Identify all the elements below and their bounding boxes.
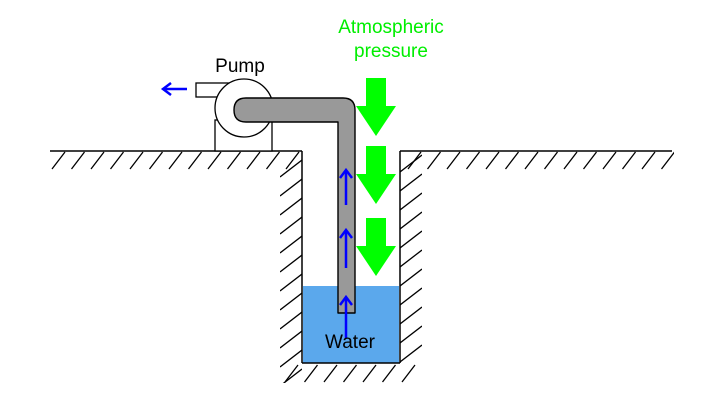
hatch-mark xyxy=(284,364,299,383)
arrow-down-icon xyxy=(356,218,396,276)
hatch-mark xyxy=(280,273,302,292)
hatch-mark xyxy=(70,151,86,170)
hatch-mark xyxy=(400,344,422,363)
ground-left xyxy=(50,150,302,170)
hatch-mark xyxy=(280,330,302,349)
hatch-mark xyxy=(342,364,358,383)
hatch-mark xyxy=(246,151,261,170)
well-bottom xyxy=(284,364,416,383)
hatch-mark xyxy=(400,173,422,192)
well-wall-left xyxy=(280,151,303,383)
hatch-mark xyxy=(280,216,302,235)
well-wall-right xyxy=(399,151,422,363)
hatch-mark xyxy=(543,151,559,170)
hatch-mark xyxy=(285,151,300,170)
hatch-mark xyxy=(400,287,422,306)
hatch-mark xyxy=(446,151,461,170)
hatch-mark xyxy=(280,235,302,254)
arrow-up-icon xyxy=(339,227,353,268)
hatch-mark xyxy=(280,178,302,197)
hatch-mark xyxy=(381,364,397,383)
hatch-mark xyxy=(400,249,422,268)
hatch-mark xyxy=(207,151,222,170)
hatch-mark xyxy=(280,349,302,368)
hatch-mark xyxy=(303,364,319,383)
pump-label: Pump xyxy=(215,56,265,77)
hatch-mark xyxy=(485,151,500,170)
arrow-down-icon xyxy=(356,146,396,204)
hatch-mark xyxy=(582,151,598,170)
ground-right xyxy=(400,150,674,170)
arrow-down-icon xyxy=(356,78,396,136)
hatch-mark xyxy=(323,364,338,383)
hatch-mark xyxy=(280,197,302,216)
hatch-mark xyxy=(280,292,302,311)
hatch-mark xyxy=(51,151,66,170)
flow-arrows xyxy=(339,167,353,338)
hatch-mark xyxy=(426,151,442,170)
hatch-mark xyxy=(187,151,203,170)
hatch-mark xyxy=(400,154,422,173)
hatch-mark xyxy=(148,151,164,170)
atmospheric-pressure-label-line1: Atmospheric xyxy=(338,17,444,38)
pump xyxy=(195,78,274,152)
hatch-mark xyxy=(400,306,422,325)
hatch-mark xyxy=(129,151,144,170)
hatch-mark xyxy=(168,151,183,170)
hatch-mark xyxy=(465,151,481,170)
hatch-mark xyxy=(362,364,377,383)
arrow-left-icon xyxy=(160,82,187,96)
hatch-mark xyxy=(504,151,520,170)
suction-pipe xyxy=(233,97,356,314)
arrow-up-icon xyxy=(339,294,353,338)
arrow-up-icon xyxy=(339,167,353,205)
hatch-mark xyxy=(400,325,422,344)
hatch-mark xyxy=(280,254,302,273)
hatch-mark xyxy=(400,230,422,249)
hatch-mark xyxy=(265,151,281,170)
hatch-mark xyxy=(400,268,422,287)
hatch-mark xyxy=(400,211,422,230)
hatch-mark xyxy=(280,159,302,178)
hatch-mark xyxy=(602,151,617,170)
hatch-mark xyxy=(400,192,422,211)
hatch-mark xyxy=(563,151,578,170)
hatch-mark xyxy=(660,151,674,170)
hatch-mark xyxy=(401,364,416,383)
hatch-mark xyxy=(280,311,302,330)
hatch-mark xyxy=(90,151,105,170)
hatch-mark xyxy=(621,151,637,170)
hatch-mark xyxy=(109,151,125,170)
water-label: Water xyxy=(325,332,376,353)
hatch-mark xyxy=(226,151,242,170)
pressure-arrows xyxy=(356,78,396,276)
atmospheric-pressure-label-line2: pressure xyxy=(354,41,428,62)
hatch-mark xyxy=(524,151,539,170)
hatch-mark xyxy=(282,368,302,383)
hatch-mark xyxy=(641,151,656,170)
